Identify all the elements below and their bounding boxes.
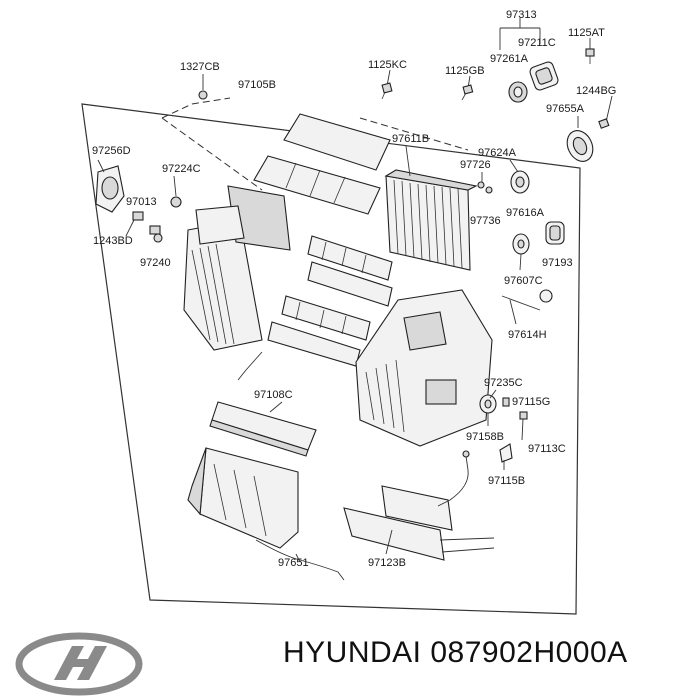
part-label-97614H: 97614H [508, 329, 547, 341]
blower-motor-97256D [95, 165, 125, 213]
part-label-97313: 97313 [506, 9, 537, 21]
clip-97224C [170, 196, 182, 208]
duct-97108C [209, 401, 317, 457]
callout-dash-top [161, 97, 231, 119]
callout-dash-right [359, 117, 469, 151]
part-label-97123B: 97123B [368, 557, 406, 569]
gasket-97655A [566, 116, 594, 162]
hyundai-logo-icon [15, 632, 143, 696]
gasket-97193 [545, 221, 565, 245]
evaporator-core-97611B [384, 169, 478, 271]
lower-case [187, 447, 299, 549]
brand-part-number: HYUNDAI 087902H000A [283, 636, 628, 669]
part-label-1327CB: 1327CB [180, 61, 220, 73]
pipe-line [437, 450, 470, 507]
part-label-97224C: 97224C [162, 163, 201, 175]
actuator-97158B [479, 394, 497, 414]
actuator-97261A [499, 18, 559, 103]
part-label-97105B: 97105B [238, 79, 276, 91]
link-97115B [499, 443, 513, 463]
callout-dash-left [161, 117, 263, 191]
part-label-97113C: 97113C [528, 443, 566, 455]
part-label-1244BG: 1244BG [576, 85, 616, 97]
part-label-97261A: 97261A [490, 53, 529, 65]
part-label-97655A: 97655A [546, 103, 585, 115]
part-label-97108C: 97108C [254, 389, 293, 401]
actuator-97616A [510, 170, 530, 194]
part-label-97235C: 97235C [484, 377, 523, 389]
filter-cover-97105B [253, 113, 391, 215]
screw-1244BG [598, 95, 613, 129]
part-label-1243BD: 1243BD [93, 235, 133, 247]
resistor-97013 [132, 211, 161, 235]
clip-97240 [153, 233, 163, 243]
part-label-97607C: 97607C [504, 275, 543, 287]
part-label-97256D: 97256D [92, 145, 131, 157]
part-label-97736: 97736 [470, 215, 501, 227]
drain-hose-97651 [255, 539, 345, 581]
clip-97113C [519, 411, 528, 420]
heater-case [355, 289, 493, 447]
screw-1125AT [585, 38, 595, 64]
part-label-97115B: 97115B [488, 475, 525, 487]
assembly-frame [81, 103, 581, 615]
blower-case [183, 185, 291, 351]
part-label-1125GB: 1125GB [445, 65, 485, 77]
screw-1125GB [461, 75, 474, 101]
sensor-97726 [477, 181, 493, 194]
part-label-97651: 97651 [278, 557, 309, 569]
part-label-97616A: 97616A [506, 207, 545, 219]
part-label-97611B: 97611B [392, 133, 429, 145]
part-label-97211C: 97211C [518, 37, 556, 49]
part-label-1125KC: 1125KC [368, 59, 407, 71]
part-label-97624A: 97624A [478, 147, 517, 159]
link-rod [237, 351, 263, 381]
heater-core-97123B [343, 485, 495, 561]
part-label-1125AT: 1125AT [568, 27, 605, 39]
screw-1125KC [381, 69, 393, 100]
part-label-97240: 97240 [140, 257, 171, 269]
leader-lines [97, 74, 524, 563]
part-label-97013: 97013 [126, 196, 157, 208]
sensor-rod-97614H [501, 289, 553, 311]
part-label-97158B: 97158B [466, 431, 504, 443]
part-label-97193: 97193 [542, 257, 573, 269]
part-label-97115G: 97115G [512, 396, 550, 408]
seal-97607C [512, 233, 530, 255]
clip-97115G [502, 397, 510, 407]
part-label-97726: 97726 [460, 159, 491, 171]
clip-1327CB [198, 90, 208, 100]
mode-door-set [267, 235, 393, 367]
